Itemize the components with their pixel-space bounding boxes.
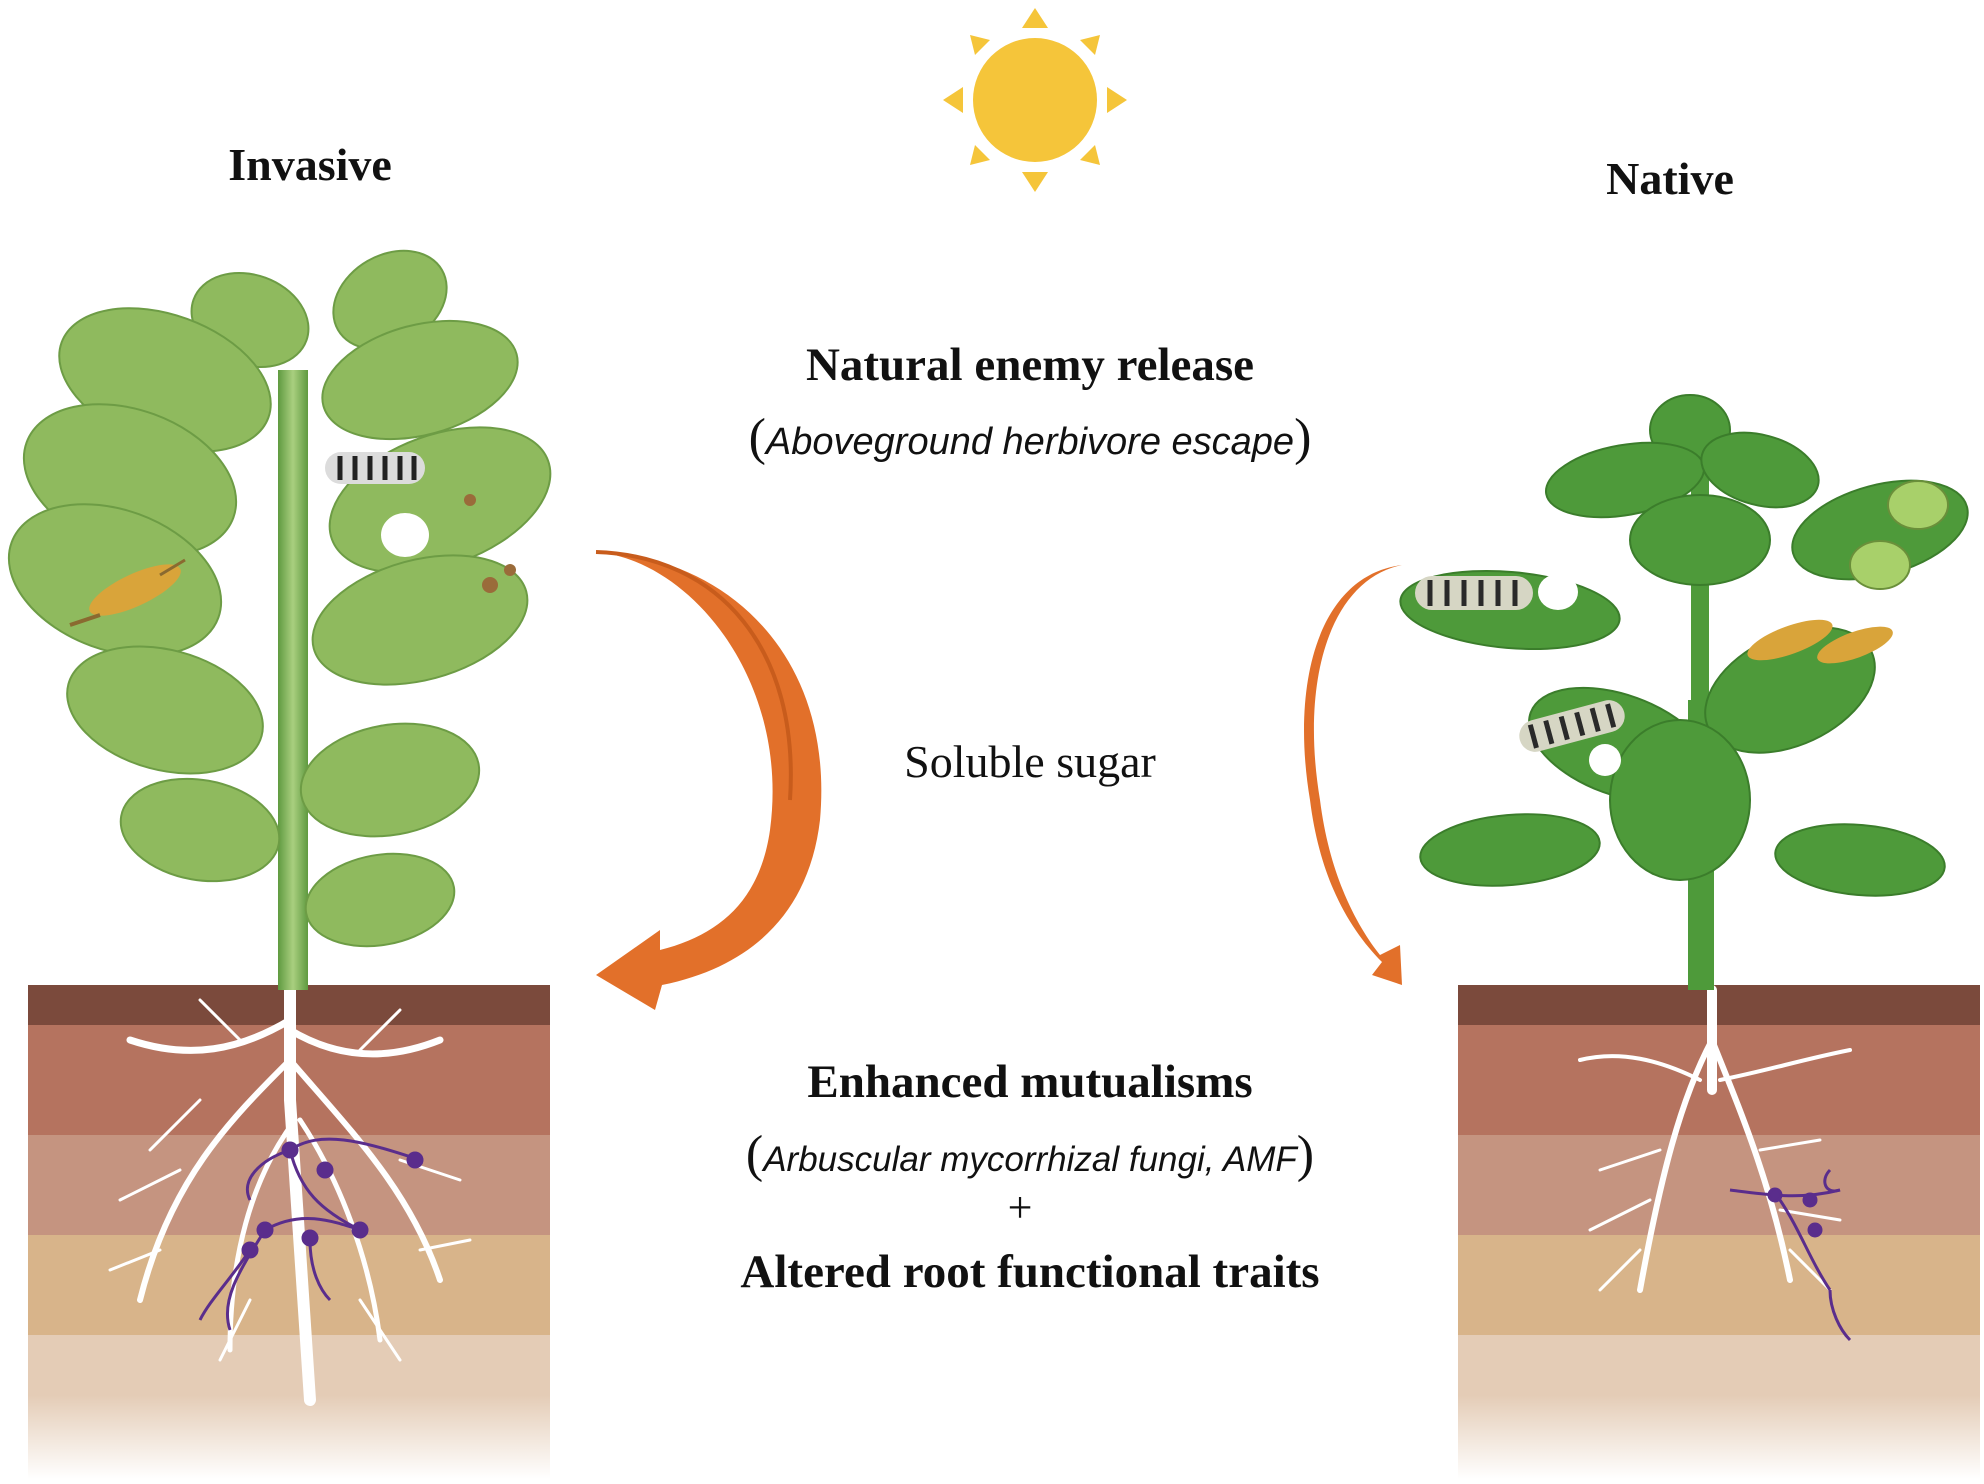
native-roots bbox=[1578, 985, 1852, 1293]
grasshopper-icon bbox=[69, 558, 186, 627]
grasshopper-icon bbox=[1747, 619, 1893, 664]
enemy-release-detail: Aboveground herbivore escape bbox=[765, 421, 1295, 463]
sugar-flow-arrow-native bbox=[1304, 565, 1402, 985]
mutualism-detail: Arbuscular mycorrhizal fungi, AMF bbox=[763, 1140, 1297, 1179]
fungal-hyphae-icon bbox=[1729, 1168, 1852, 1342]
enemy-release-detail-row: (Aboveground herbivore escape) bbox=[748, 409, 1312, 466]
plus-sign: + bbox=[1007, 1183, 1033, 1232]
invasive-label: Invasive bbox=[228, 139, 392, 190]
mutualism-detail-row: (Arbuscular mycorrhizal fungi, AMF) bbox=[745, 1126, 1315, 1183]
native-label: Native bbox=[1606, 153, 1734, 204]
soluble-sugar-label: Soluble sugar bbox=[904, 736, 1156, 787]
root-traits-label: Altered root functional traits bbox=[740, 1246, 1320, 1298]
caterpillar-icon bbox=[1519, 700, 1625, 752]
caterpillar-icon bbox=[1415, 576, 1533, 610]
sun-icon bbox=[943, 8, 1127, 192]
fungal-hyphae-icon bbox=[198, 1137, 424, 1331]
sugar-flow-arrow-invasive bbox=[595, 550, 822, 1010]
invasive-plant bbox=[7, 249, 552, 990]
aphid-icon bbox=[1849, 480, 1949, 590]
invasive-roots bbox=[108, 984, 472, 1406]
caterpillar-icon bbox=[325, 452, 425, 484]
mutualism-title: Enhanced mutualisms bbox=[807, 1056, 1253, 1108]
enemy-release-title: Natural enemy release bbox=[805, 339, 1255, 391]
native-plant bbox=[1399, 394, 1969, 990]
